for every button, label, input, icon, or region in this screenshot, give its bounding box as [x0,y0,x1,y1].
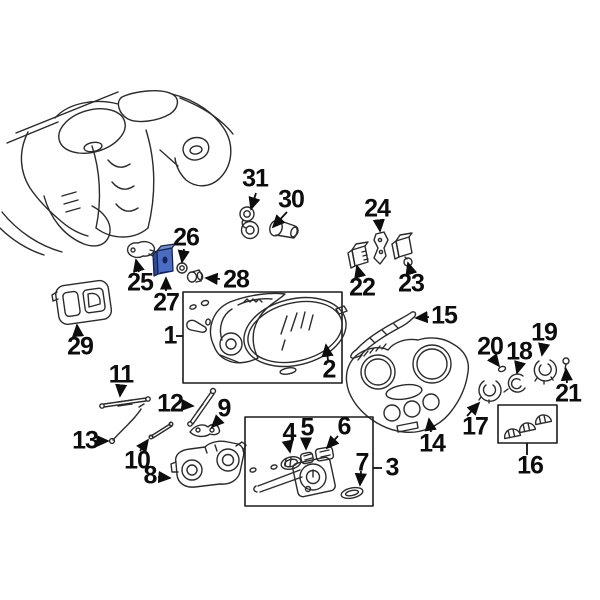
part-10-link-rod [148,421,174,440]
callout-20[interactable]: 20 [477,332,504,361]
callout-31[interactable]: 31 [242,164,269,193]
callout-22[interactable]: 22 [349,273,376,302]
callout-18[interactable]: 18 [506,337,533,366]
part-26-nut [176,262,188,274]
callout-16[interactable]: 16 [517,451,544,480]
callout-4[interactable]: 4 [282,418,297,447]
callout-30[interactable]: 30 [278,185,305,214]
callout-26[interactable]: 26 [173,223,200,252]
part-19-ring [533,359,557,385]
callout-9[interactable]: 9 [217,394,232,423]
callout-3[interactable]: 3 [385,453,400,482]
part-5-button [299,451,315,465]
part-6-button [314,446,335,462]
leader-arrows [71,192,573,487]
callout-2[interactable]: 2 [322,355,337,384]
callout-13[interactable]: 13 [72,426,99,455]
callout-5[interactable]: 5 [300,413,315,442]
part-31-bulb-sockets [239,206,260,240]
cluster-small-screws [186,299,211,333]
part-8-housing-assembly [170,440,247,488]
part-22-switch [347,241,369,269]
callout-11[interactable]: 11 [108,360,134,389]
callout-28[interactable]: 28 [223,265,250,294]
part-11-link-rod [99,396,151,409]
callout-24[interactable]: 24 [364,194,391,223]
part-15-reinforcement-bracket [350,311,417,359]
switch-assembly-body [249,456,336,498]
dashboard-sketch [0,90,234,256]
callout-8[interactable]: 8 [143,461,158,490]
callout-10[interactable]: 10 [124,446,151,475]
part-13-control-cable [108,403,145,445]
box-1-instrument-cluster [182,291,348,384]
box-3-switch-assembly [244,416,374,507]
highlighted-part-27-switch[interactable] [152,243,176,277]
part-29-switch-bezel [51,279,113,325]
part-17-ring [478,380,502,404]
callout-15[interactable]: 15 [431,301,458,330]
callout-14[interactable]: 14 [419,429,446,458]
callout-23[interactable]: 23 [398,269,425,298]
callout-25[interactable]: 25 [127,268,154,297]
callout-19[interactable]: 19 [531,318,558,347]
part-24-bracket [373,231,389,265]
part-23-switch [391,232,413,267]
callout-12[interactable]: 12 [157,389,184,418]
part-21-screw [562,357,570,370]
instrument-cluster-housing [209,292,286,364]
part-20-clip [497,365,507,373]
part-12-link-rod [187,387,217,427]
callout-6[interactable]: 6 [337,412,352,441]
part-28-nut [186,269,204,283]
part-30-cigarette-lighter [269,219,299,239]
box-16-control-knobs [497,404,558,444]
callout-29[interactable]: 29 [67,332,94,361]
part-9-bracket [189,423,221,438]
cluster-lens [243,296,348,375]
callout-21[interactable]: 21 [555,379,582,408]
part-14-center-panel [345,337,470,434]
callout-1[interactable]: 1 [163,321,178,350]
part-7-gasket [340,486,364,500]
callout-7[interactable]: 7 [355,448,370,477]
callout-27[interactable]: 27 [153,288,180,317]
part-18-half-ring [503,373,526,393]
callout-17[interactable]: 17 [462,412,489,441]
